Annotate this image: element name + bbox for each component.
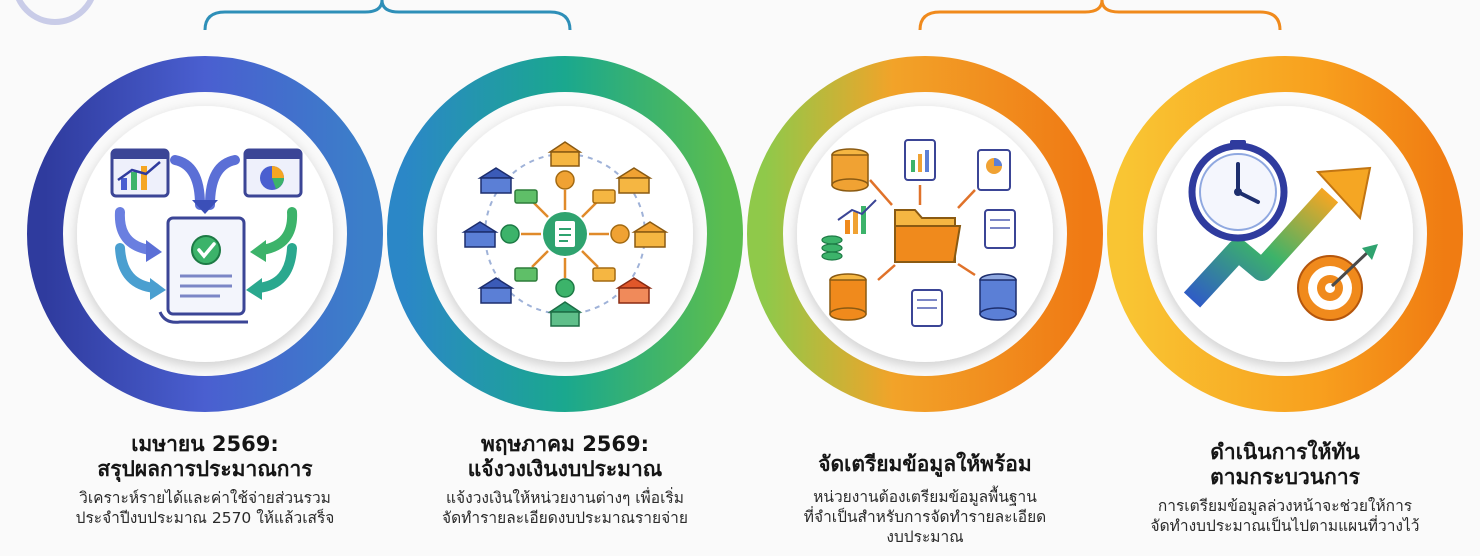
- ring-step-2: [387, 56, 743, 412]
- ring-step-3: [747, 56, 1103, 412]
- step-1-desc-line-1: วิเคราะห์รายได้และค่าใช้จ่ายส่วนรวม: [79, 489, 331, 507]
- step-4-title-line-2: ตามกระบวนการ: [1210, 465, 1360, 489]
- step-2-title-line-2: แจ้งวงเงินงบประมาณ: [467, 457, 663, 481]
- ring-step-4: [1107, 56, 1463, 412]
- step-1-title-line-2: สรุปผลการประมาณการ: [97, 457, 313, 481]
- ring-step-1: [27, 56, 383, 412]
- data-preparation-icon: [821, 139, 1017, 327]
- step-4-caption: ดำเนินการให้ทัน ตามกระบวนการ การเตรียมข้…: [1120, 440, 1450, 536]
- step-2-caption: พฤษภาคม 2569: แจ้งวงเงินงบประมาณ แจ้งวงเ…: [400, 432, 730, 528]
- corner-logo: [15, 0, 95, 25]
- step-4-title-line-1: ดำเนินการให้ทัน: [1210, 440, 1360, 464]
- top-bracket-left: [203, 0, 572, 31]
- report-consolidation-icon: [110, 148, 303, 324]
- step-3-desc-line-1: หน่วยงานต้องเตรียมข้อมูลพื้นฐาน: [813, 488, 1037, 506]
- step-2-title-line-1: พฤษภาคม 2569:: [480, 432, 650, 456]
- step-3-desc-line-3: งบประมาณ: [886, 528, 964, 546]
- step-2-desc-line-1: แจ้งวงเงินให้หน่วยงานต่างๆ เพื่อเริ่ม: [446, 489, 684, 507]
- step-3-title: จัดเตรียมข้อมูลให้พร้อม: [818, 452, 1032, 476]
- step-1-title-line-1: เมษายน 2569:: [131, 432, 279, 456]
- step-3-caption: จัดเตรียมข้อมูลให้พร้อม หน่วยงานต้องเตรี…: [760, 452, 1090, 547]
- step-4-desc-line-2: จัดทำงบประมาณเป็นไปตามแผนที่วางไว้: [1150, 517, 1420, 535]
- budget-distribution-network-icon: [461, 141, 669, 327]
- clock-growth-target-icon: [1183, 140, 1378, 321]
- step-1-caption: เมษายน 2569: สรุปผลการประมาณการ วิเคราะห…: [40, 432, 370, 528]
- step-2-desc-line-2: จัดทำรายละเอียดงบประมาณรายจ่าย: [442, 509, 688, 527]
- step-4-desc-line-1: การเตรียมข้อมูลล่วงหน้าจะช่วยให้การ: [1157, 497, 1413, 515]
- step-3-desc-line-2: ที่จำเป็นสำหรับการจัดทำรายละเอียด: [803, 508, 1047, 526]
- top-bracket-right: [918, 0, 1282, 31]
- step-1-desc-line-2: ประจำปีงบประมาณ 2570 ให้แล้วเสร็จ: [75, 509, 335, 527]
